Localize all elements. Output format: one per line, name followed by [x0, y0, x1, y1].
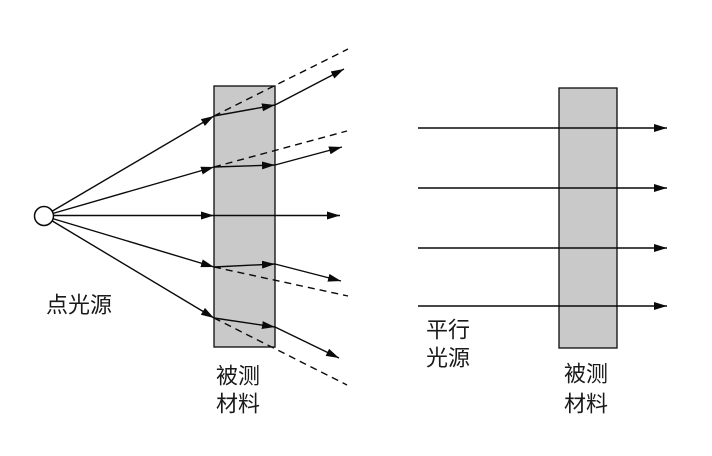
- material-slab: [558, 87, 618, 349]
- right-slab-label-line1: 被测: [564, 362, 608, 387]
- point-source-diagram: [33, 48, 349, 386]
- right-slab-label-line2: 材料: [564, 392, 608, 417]
- parallel-source-label-line1: 平行: [426, 318, 470, 343]
- left-slab-label-line1: 被测: [216, 364, 260, 389]
- undeviated-ray-dashed: [213, 266, 349, 297]
- light-ray: [213, 260, 276, 269]
- point-source-label: 点光源: [46, 293, 112, 318]
- left-slab-label-line2: 材料: [216, 392, 260, 417]
- light-ray: [274, 68, 345, 106]
- light-ray: [274, 146, 343, 166]
- point-light-source: [33, 205, 55, 227]
- undeviated-ray-dashed: [213, 48, 349, 117]
- light-ray: [43, 166, 215, 217]
- light-ray: [213, 103, 276, 117]
- light-ray: [43, 215, 215, 268]
- material-slab: [213, 85, 276, 348]
- light-ray: [213, 317, 276, 330]
- undeviated-ray-dashed: [213, 317, 348, 386]
- light-ray: [274, 263, 342, 282]
- parallel-source-diagram: [418, 87, 667, 349]
- undeviated-ray-dashed: [213, 130, 348, 168]
- light-ray: [43, 215, 215, 319]
- light-ray: [274, 326, 340, 359]
- parallel-source-label-line2: 光源: [426, 346, 470, 371]
- light-ray: [43, 115, 215, 217]
- light-ray: [213, 161, 276, 170]
